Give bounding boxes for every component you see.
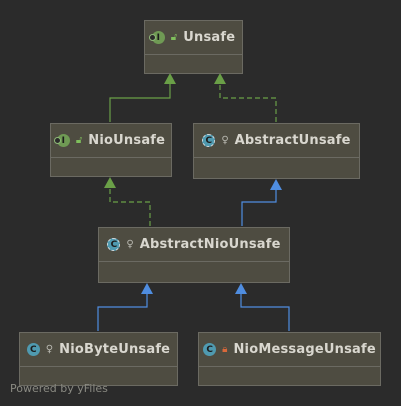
interface-icon: I: [53, 134, 70, 147]
edge-abstractniounsafe-niounsafe: [104, 177, 151, 226]
private-lock-icon: 🔒︎: [222, 343, 228, 355]
node-unsafe[interactable]: I 🔓︎ Unsafe: [144, 20, 243, 74]
powered-by-footer: Powered by yFiles: [10, 382, 108, 395]
node-label: NioMessageUnsafe: [233, 342, 376, 357]
package-visibility-icon: ♀: [126, 238, 134, 250]
edge-abstractniounsafe-abstractunsafe: [241, 179, 282, 226]
edge-niounsafe-unsafe: [109, 73, 176, 122]
interface-icon: I: [148, 31, 165, 44]
edge-niomessageunsafe-abstractniounsafe: [235, 283, 290, 331]
node-label: NioByteUnsafe: [59, 342, 171, 357]
abstract-class-icon: C: [202, 134, 216, 147]
node-abstractunsafe[interactable]: C ♀ AbstractUnsafe: [193, 123, 360, 179]
class-icon: C: [203, 343, 217, 356]
abstract-class-icon: C: [107, 238, 121, 251]
node-abstractniounsafe[interactable]: C ♀ AbstractNioUnsafe: [98, 227, 290, 283]
edge-niobyteunsafe-abstractniounsafe: [97, 283, 153, 331]
edge-abstractunsafe-unsafe: [214, 73, 277, 122]
package-visibility-icon: ♀: [221, 134, 229, 146]
node-label: AbstractNioUnsafe: [139, 237, 281, 252]
open-lock-icon: 🔓︎: [75, 134, 83, 146]
package-visibility-icon: ♀: [45, 343, 54, 355]
node-niounsafe[interactable]: I 🔓︎ NioUnsafe: [50, 123, 172, 177]
class-icon: C: [26, 343, 40, 356]
node-label: NioUnsafe: [88, 133, 166, 148]
node-label: Unsafe: [183, 30, 236, 45]
open-lock-icon: 🔓︎: [170, 31, 178, 43]
node-label: AbstractUnsafe: [234, 133, 351, 148]
node-niomessageunsafe[interactable]: C 🔒︎ NioMessageUnsafe: [198, 332, 381, 386]
node-niobyteunsafe[interactable]: C ♀ NioByteUnsafe: [19, 332, 178, 386]
